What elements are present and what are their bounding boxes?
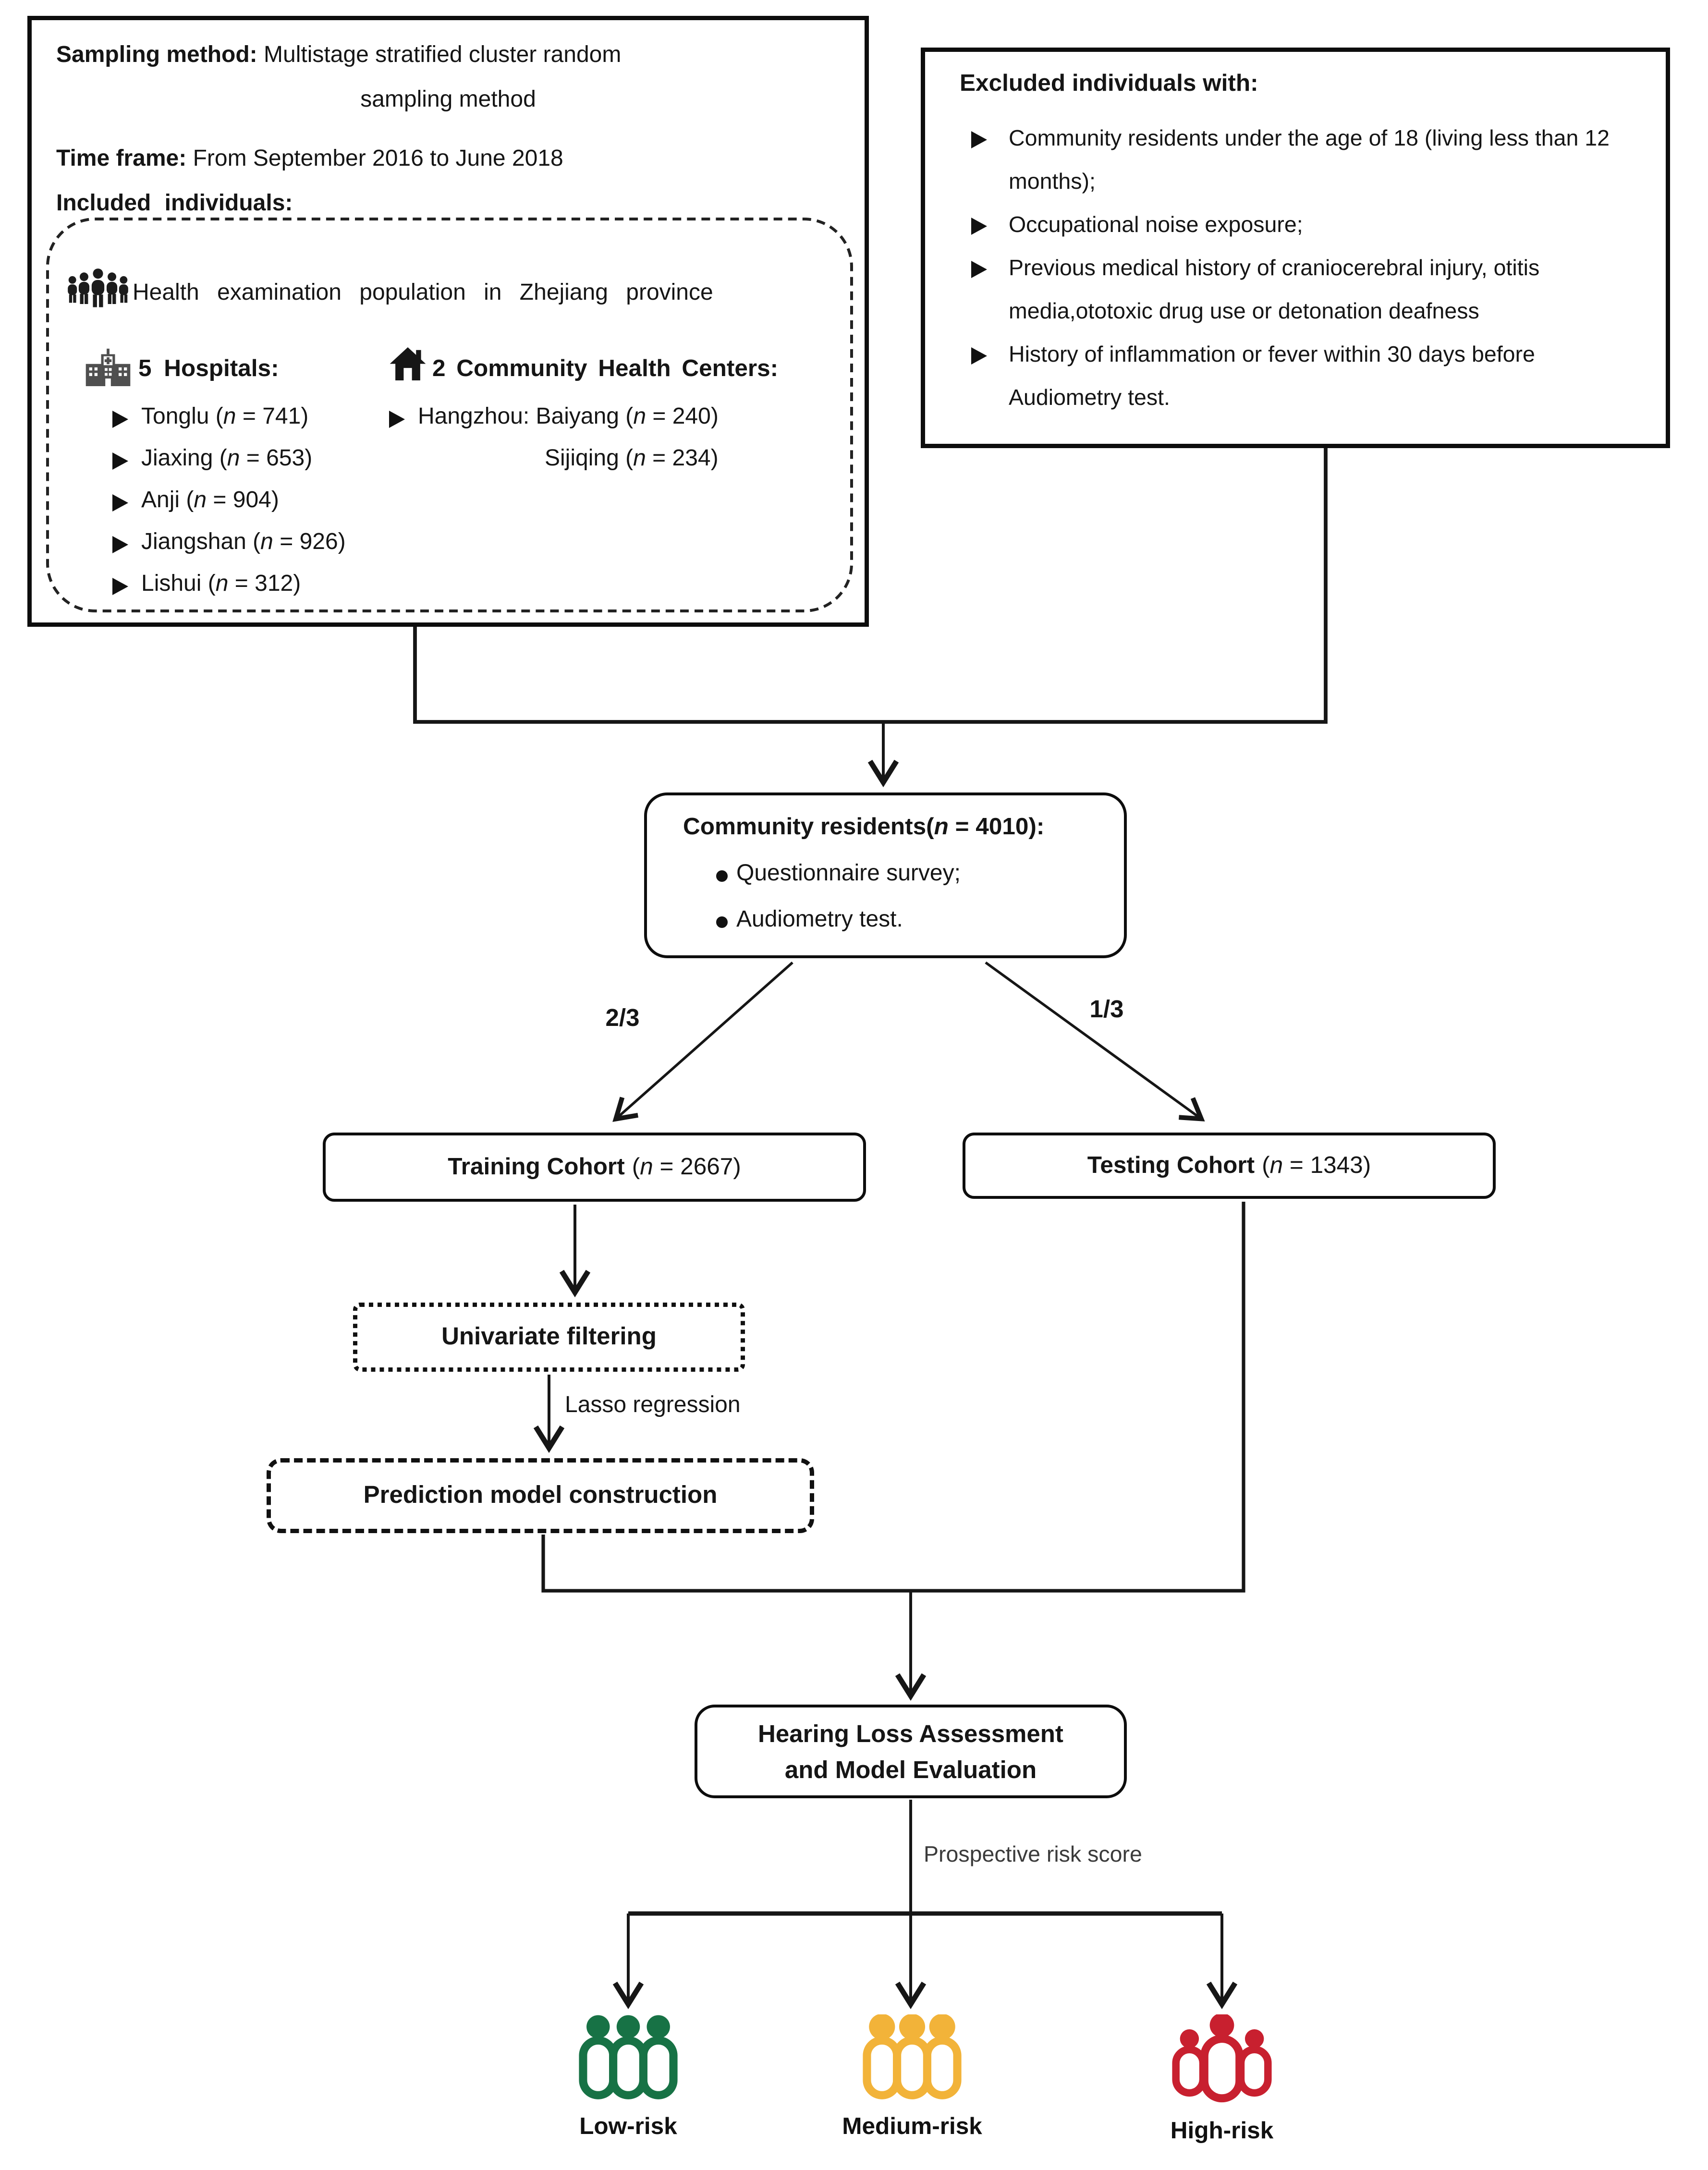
risk-label-low: Low-risk xyxy=(579,2114,677,2140)
testing-cohort-box: Testing Cohort (n = 1343) xyxy=(963,1133,1496,1199)
people-group-icon xyxy=(573,2014,683,2107)
community-residents-title: Community residents(n = 4010): xyxy=(683,814,1045,840)
testing-cohort-n: (n = 1343) xyxy=(1262,1152,1371,1178)
time-frame-value: From September 2016 to June 2018 xyxy=(193,147,563,171)
excluded-item: Previous medical history of craniocerebr… xyxy=(960,248,1648,334)
triangle-bullet-icon xyxy=(112,493,128,511)
people-group-icon xyxy=(1167,2013,1277,2111)
triangle-bullet-icon xyxy=(971,130,987,148)
sampling-sites-box: Health examination population in Zhejian… xyxy=(46,218,853,612)
univariate-filtering-label: Univariate filtering xyxy=(441,1323,657,1350)
lasso-regression-label: Lasso regression xyxy=(565,1393,741,1418)
univariate-filtering-box: Univariate filtering xyxy=(353,1303,745,1372)
excluded-item: Occupational noise exposure; xyxy=(960,205,1648,248)
hospital-site-lishui: Lishui (n = 312) xyxy=(112,572,301,598)
triangle-bullet-icon xyxy=(971,260,987,278)
triangle-bullet-icon xyxy=(112,535,128,553)
prediction-model-box: Prediction model construction xyxy=(267,1458,814,1533)
triangle-bullet-icon xyxy=(389,410,405,427)
triangle-bullet-icon xyxy=(971,346,987,364)
center-site-baiyang: Hangzhou: Baiyang (n = 240) xyxy=(389,405,719,431)
sampling-method-line: Sampling method: Multistage stratified c… xyxy=(56,43,621,69)
triangle-bullet-icon xyxy=(112,410,128,427)
excluded-title: Excluded individuals with: xyxy=(960,71,1258,97)
included-individuals-box: Sampling method: Multistage stratified c… xyxy=(27,16,869,627)
time-frame-line: Time frame: From September 2016 to June … xyxy=(56,147,563,173)
people-group-icon xyxy=(857,2013,967,2107)
hospital-site-jiaxing: Jiaxing (n = 653) xyxy=(112,447,312,473)
time-frame-label: Time frame: xyxy=(56,147,187,171)
hospital-site-anji: Anji (n = 904) xyxy=(112,488,279,514)
excluded-individuals-box: Excluded individuals with: Community res… xyxy=(921,48,1670,448)
center-site-sijiqing: Sijiqing (n = 234) xyxy=(545,447,719,471)
included-individuals-label: Included individuals: xyxy=(56,192,293,216)
people-group-icon xyxy=(66,267,130,317)
centers-heading: 2 Community Health Centers: xyxy=(432,356,779,382)
sampling-method-line2: sampling method xyxy=(360,88,536,112)
community-bullet-audiometry: Audiometry test. xyxy=(716,908,903,934)
excluded-item: Community residents under the age of 18 … xyxy=(960,118,1648,205)
triangle-bullet-icon xyxy=(112,577,128,595)
excluded-list: Community residents under the age of 18 … xyxy=(960,118,1648,421)
sampling-method-label: Sampling method: xyxy=(56,43,257,68)
hearing-loss-assessment-box: Hearing Loss Assessment and Model Evalua… xyxy=(695,1705,1127,1798)
home-icon xyxy=(389,347,427,388)
triangle-bullet-icon xyxy=(971,217,987,234)
split-fraction-left-label: 2/3 xyxy=(605,1004,640,1032)
testing-cohort-name: Testing Cohort xyxy=(1087,1152,1255,1178)
connector-bottom-merge xyxy=(541,1202,1245,1593)
community-residents-box: Community residents(n = 4010): Questionn… xyxy=(644,792,1127,958)
risk-group-low: Low-risk xyxy=(520,2014,736,2141)
split-fraction-right-label: 1/3 xyxy=(1089,996,1124,1023)
population-text: Health examination population in Zhejian… xyxy=(133,281,713,305)
risk-group-medium: Medium-risk xyxy=(804,2013,1020,2141)
hospital-site-jiangshan: Jiangshan (n = 926) xyxy=(112,530,346,556)
training-cohort-box: Training Cohort (n = 2667) xyxy=(323,1133,866,1202)
prospective-risk-score-label: Prospective risk score xyxy=(924,1843,1142,1867)
excluded-item: History of inflammation or fever within … xyxy=(960,334,1648,421)
risk-label-high: High-risk xyxy=(1170,2118,1274,2144)
hearing-box-line1: Hearing Loss Assessment xyxy=(758,1719,1063,1747)
risk-group-high: High-risk xyxy=(1114,2013,1330,2146)
hospital-site-tonglu: Tonglu (n = 741) xyxy=(112,405,308,431)
training-cohort-n: (n = 2667) xyxy=(632,1153,741,1180)
community-bullet-questionnaire: Questionnaire survey; xyxy=(716,862,961,888)
prediction-model-label: Prediction model construction xyxy=(363,1481,718,1509)
hospitals-heading: 5 Hospitals: xyxy=(138,356,279,382)
arrow-to-testing xyxy=(985,961,1205,1122)
sampling-method-value: Multistage stratified cluster random xyxy=(264,43,622,68)
hospital-icon xyxy=(84,347,133,393)
risk-label-medium: Medium-risk xyxy=(842,2114,982,2140)
connector-top-merge xyxy=(413,448,1328,724)
training-cohort-name: Training Cohort xyxy=(448,1153,625,1180)
triangle-bullet-icon xyxy=(112,451,128,469)
hearing-box-line2: and Model Evaluation xyxy=(784,1756,1037,1783)
arrow-to-training xyxy=(612,961,793,1122)
